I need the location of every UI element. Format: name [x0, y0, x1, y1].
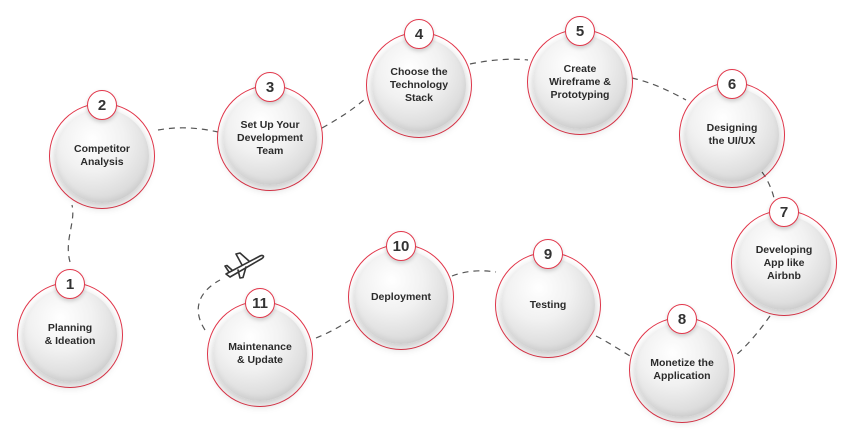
- connector-2-3: [157, 127, 219, 133]
- step-disc: Create Wireframe & Prototyping: [533, 35, 627, 129]
- step-3: Set Up Your Development Team 3: [217, 72, 323, 191]
- connector-9-10: [451, 270, 497, 277]
- step-4: Choose the Technology Stack 4: [366, 19, 472, 138]
- step-number-badge: 8: [667, 304, 697, 334]
- step-number-badge: 9: [533, 239, 563, 269]
- step-label: Developing App like Airbnb: [755, 243, 813, 282]
- step-number-badge: 6: [717, 69, 747, 99]
- step-label: Competitor Analysis: [74, 143, 130, 168]
- step-disc: Deployment: [354, 250, 448, 344]
- step-label: Designing the UI/UX: [706, 122, 758, 147]
- step-label: Set Up Your Development Team: [237, 118, 303, 157]
- connector-10-11: [315, 319, 351, 339]
- step-10: Deployment 10: [348, 231, 454, 350]
- step-number-badge: 4: [404, 19, 434, 49]
- step-number-badge: 1: [55, 269, 85, 299]
- step-label: Choose the Technology Stack: [389, 65, 449, 104]
- step-9: Testing 9: [495, 239, 601, 358]
- connector-1-2: [67, 204, 74, 263]
- step-disc: Planning & Ideation: [23, 288, 117, 382]
- step-number-badge: 7: [769, 197, 799, 227]
- step-number-badge: 10: [386, 231, 416, 261]
- step-disc: Competitor Analysis: [55, 109, 149, 203]
- step-5: Create Wireframe & Prototyping 5: [527, 16, 633, 135]
- connector-7-8: [735, 315, 771, 356]
- step-label: Planning & Ideation: [44, 322, 96, 347]
- step-2: Competitor Analysis 2: [49, 90, 155, 209]
- step-label: Create Wireframe & Prototyping: [549, 62, 611, 101]
- step-disc: Choose the Technology Stack: [372, 38, 466, 132]
- step-7: Developing App like Airbnb 7: [731, 197, 837, 316]
- step-label: Deployment: [370, 290, 432, 303]
- step-disc: Developing App like Airbnb: [737, 216, 831, 310]
- step-disc: Set Up Your Development Team: [223, 91, 317, 185]
- connector-5-6: [631, 77, 687, 101]
- step-disc: Monetize the Application: [635, 323, 729, 417]
- step-disc: Testing: [501, 258, 595, 352]
- step-disc: Maintenance & Update: [213, 307, 307, 401]
- airplane-icon: [224, 252, 265, 279]
- step-label: Testing: [529, 298, 567, 311]
- step-number-badge: 5: [565, 16, 595, 46]
- step-label: Monetize the Application: [650, 357, 714, 382]
- connector-3-4: [321, 97, 367, 129]
- step-11: Maintenance & Update 11: [207, 288, 313, 407]
- step-number-badge: 2: [87, 90, 117, 120]
- connector-4-5: [469, 58, 529, 65]
- step-disc: Designing the UI/UX: [685, 88, 779, 182]
- step-number-badge: 3: [255, 72, 285, 102]
- step-label: Maintenance & Update: [228, 341, 292, 366]
- step-8: Monetize the Application 8: [629, 304, 735, 423]
- step-6: Designing the UI/UX 6: [679, 69, 785, 188]
- step-number-badge: 11: [245, 288, 275, 318]
- step-1: Planning & Ideation 1: [17, 269, 123, 388]
- connector-8-9: [595, 335, 631, 357]
